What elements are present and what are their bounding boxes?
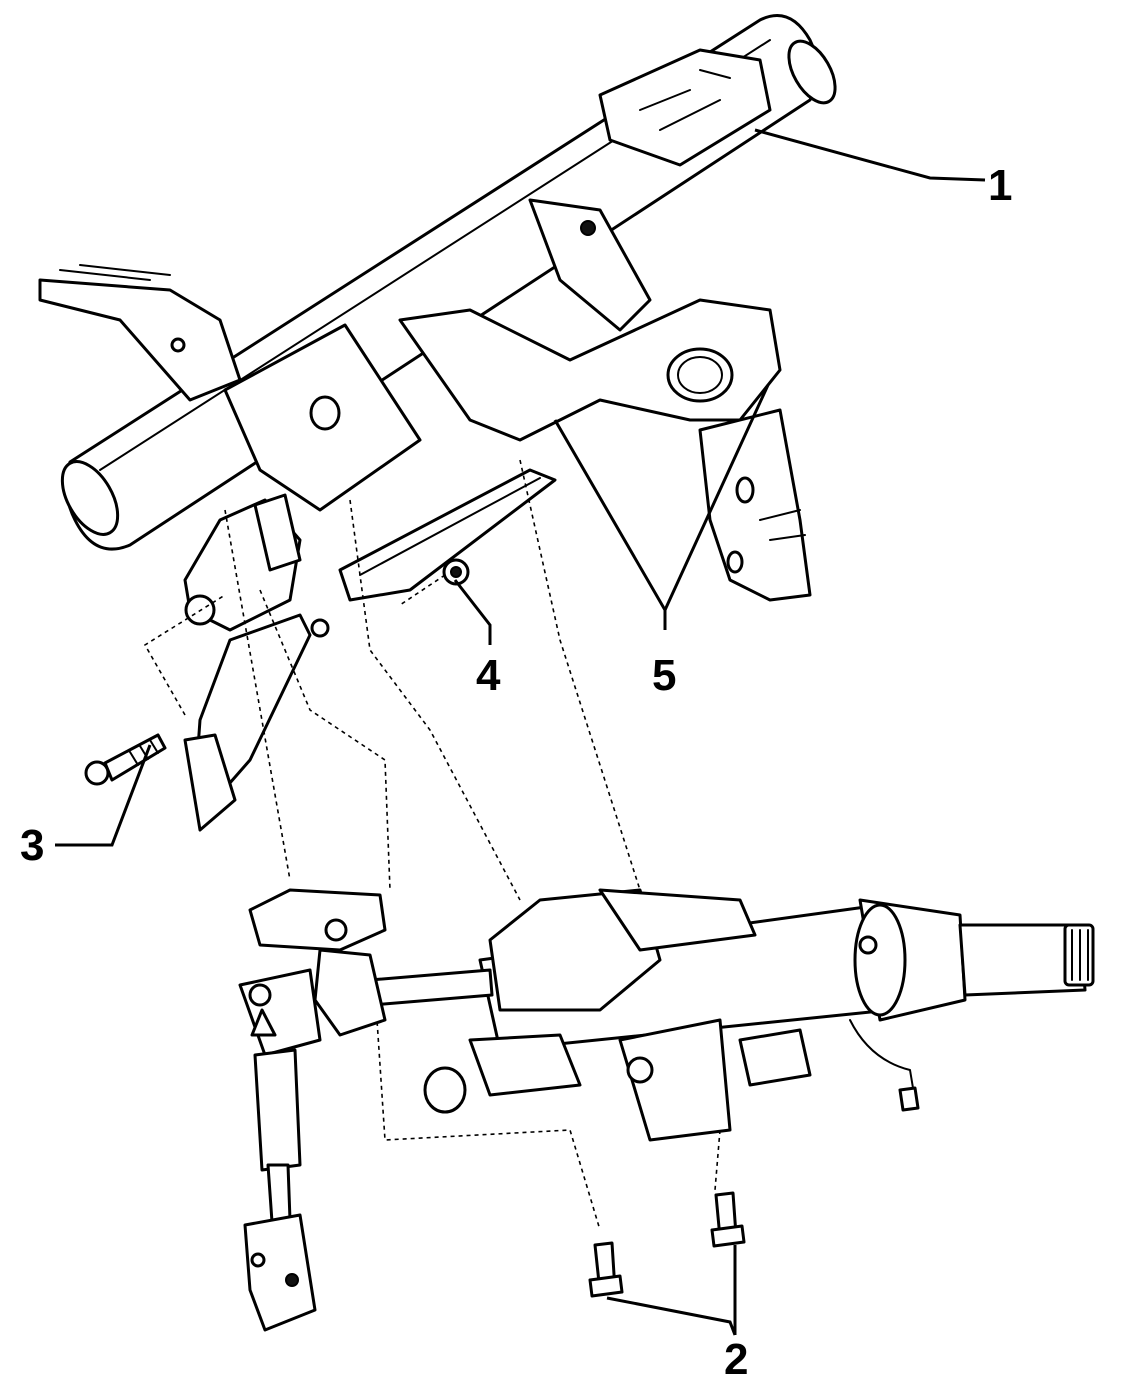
alignment-dashed-lines — [143, 459, 721, 1231]
callout-2: 2 — [724, 1335, 748, 1382]
bolt-part-3 — [84, 733, 167, 786]
mounting-bracket-assembly — [183, 198, 812, 832]
callout-4: 4 — [476, 651, 501, 700]
leader-lines — [55, 128, 986, 1336]
callout-3: 3 — [20, 821, 44, 870]
callout-1: 1 — [988, 161, 1012, 210]
bolt-part-2-right — [710, 1191, 746, 1248]
steering-column — [238, 888, 1095, 1332]
nut-part-4 — [442, 558, 470, 586]
bolt-part-2-left — [588, 1241, 624, 1298]
callout-5: 5 — [652, 651, 676, 700]
